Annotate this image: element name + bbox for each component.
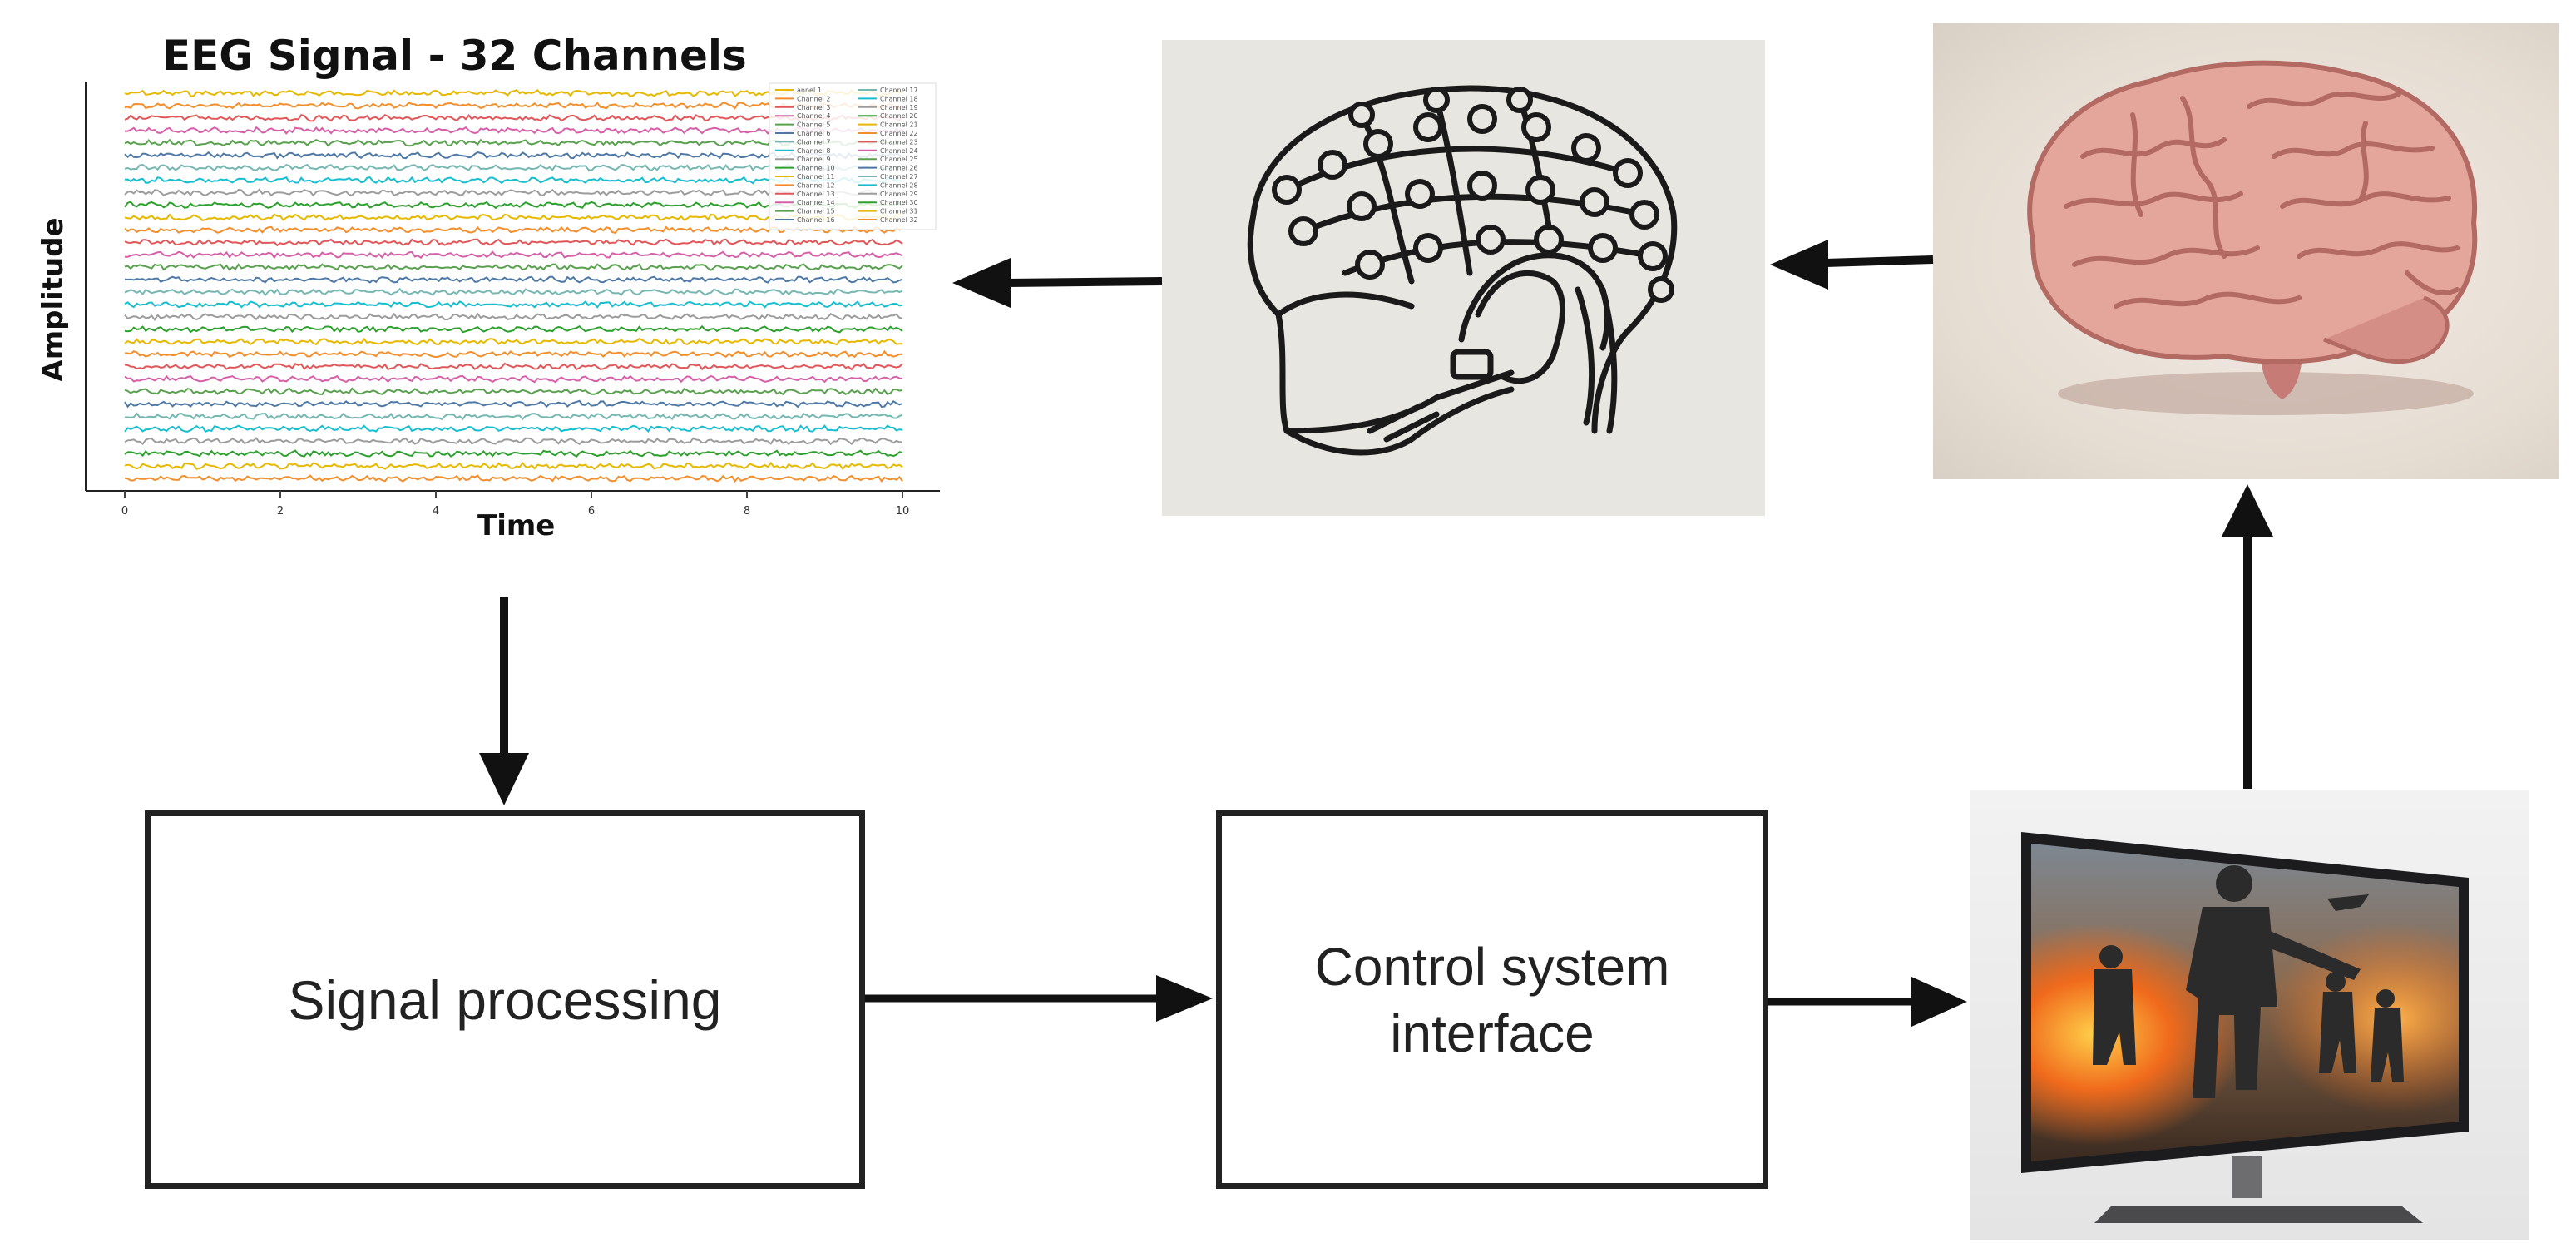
series-line-channel-13 (124, 238, 903, 247)
series-line-channel-28 (124, 424, 903, 433)
legend-label: Channel 7 (797, 138, 830, 146)
legend-label: Channel 16 (797, 216, 835, 224)
series-line-channel-31 (124, 461, 903, 471)
series-line-channel-16 (124, 275, 903, 284)
brain-image (1933, 23, 2559, 479)
series-line-channel-30 (124, 449, 903, 458)
y-axis-label: Amplitude (37, 217, 70, 382)
chart-ticks: 0 2 4 6 8 10 (121, 491, 909, 518)
x-axis-label: Time (477, 509, 556, 542)
x-tick-label: 0 (121, 505, 128, 518)
x-tick-label: 4 (433, 505, 439, 518)
legend-label: Channel 28 (880, 181, 918, 189)
legend-label: Channel 32 (880, 216, 918, 224)
legend-label: Channel 4 (797, 112, 830, 120)
legend-label: Channel 27 (880, 173, 918, 181)
legend-label: Channel 14 (797, 199, 835, 206)
series-line-channel-32 (124, 474, 903, 483)
x-tick-label: 8 (744, 505, 750, 518)
legend-label: annel 1 (797, 87, 822, 94)
chart-title: EEG Signal - 32 Channels (162, 32, 747, 80)
legend-label: Channel 22 (880, 130, 918, 137)
x-tick-label: 10 (896, 505, 910, 518)
legend-label: Channel 18 (880, 95, 918, 102)
eeg-headset-image (1162, 40, 1765, 516)
legend-label: Channel 21 (880, 121, 918, 129)
legend-label: Channel 3 (797, 104, 830, 111)
series-line-channel-14 (124, 250, 903, 260)
eeg-headset-icon (1247, 85, 1678, 456)
series-line-channel-18 (124, 300, 903, 309)
legend-label: Channel 29 (880, 191, 918, 198)
x-tick-label: 6 (588, 505, 595, 518)
legend-label: Channel 17 (880, 87, 918, 94)
series-line-channel-20 (124, 324, 903, 334)
game-monitor-image (1970, 790, 2529, 1240)
legend-label: Channel 19 (880, 104, 918, 111)
series-line-channel-24 (124, 374, 903, 384)
legend-label: Channel 30 (880, 199, 918, 206)
series-line-channel-22 (124, 349, 903, 359)
series-line-channel-19 (124, 312, 903, 322)
legend-label: Channel 10 (797, 165, 835, 172)
series-line-channel-21 (124, 337, 903, 346)
series-line-channel-17 (124, 287, 903, 297)
series-line-channel-25 (124, 387, 903, 396)
chart-axes (85, 82, 940, 492)
signal-processing-block: Signal processing (145, 810, 865, 1189)
series-line-channel-29 (124, 437, 903, 446)
series-line-channel-26 (124, 399, 903, 409)
legend-label: Channel 20 (880, 112, 918, 120)
legend-label: Channel 11 (797, 173, 835, 181)
legend-label: Channel 23 (880, 138, 918, 146)
series-line-channel-23 (124, 362, 903, 371)
series-line-channel-15 (124, 263, 903, 271)
legend-label: Channel 24 (880, 147, 918, 155)
series-line-channel-27 (124, 412, 903, 421)
legend-label: Channel 5 (797, 121, 830, 129)
control-system-label-line1: Control system (1314, 936, 1670, 997)
control-system-interface-block: Control system interface (1216, 810, 1768, 1189)
control-system-label-line2: interface (1390, 1003, 1595, 1063)
legend-label: Channel 8 (797, 147, 830, 155)
x-tick-label: 2 (277, 505, 284, 518)
legend-label: Channel 26 (880, 165, 918, 172)
signal-processing-label: Signal processing (288, 968, 722, 1031)
legend-label: Channel 6 (797, 130, 830, 137)
legend-label: Channel 2 (797, 95, 830, 102)
game-monitor-icon (2021, 832, 2469, 1223)
legend-label: Channel 9 (797, 156, 830, 163)
legend-label: Channel 12 (797, 181, 835, 189)
legend-box (769, 82, 937, 230)
brain-icon (2027, 60, 2478, 415)
legend-label: Channel 15 (797, 208, 835, 215)
legend-label: Channel 31 (880, 208, 918, 215)
legend-label: Channel 25 (880, 156, 918, 163)
legend-label: Channel 13 (797, 191, 835, 198)
